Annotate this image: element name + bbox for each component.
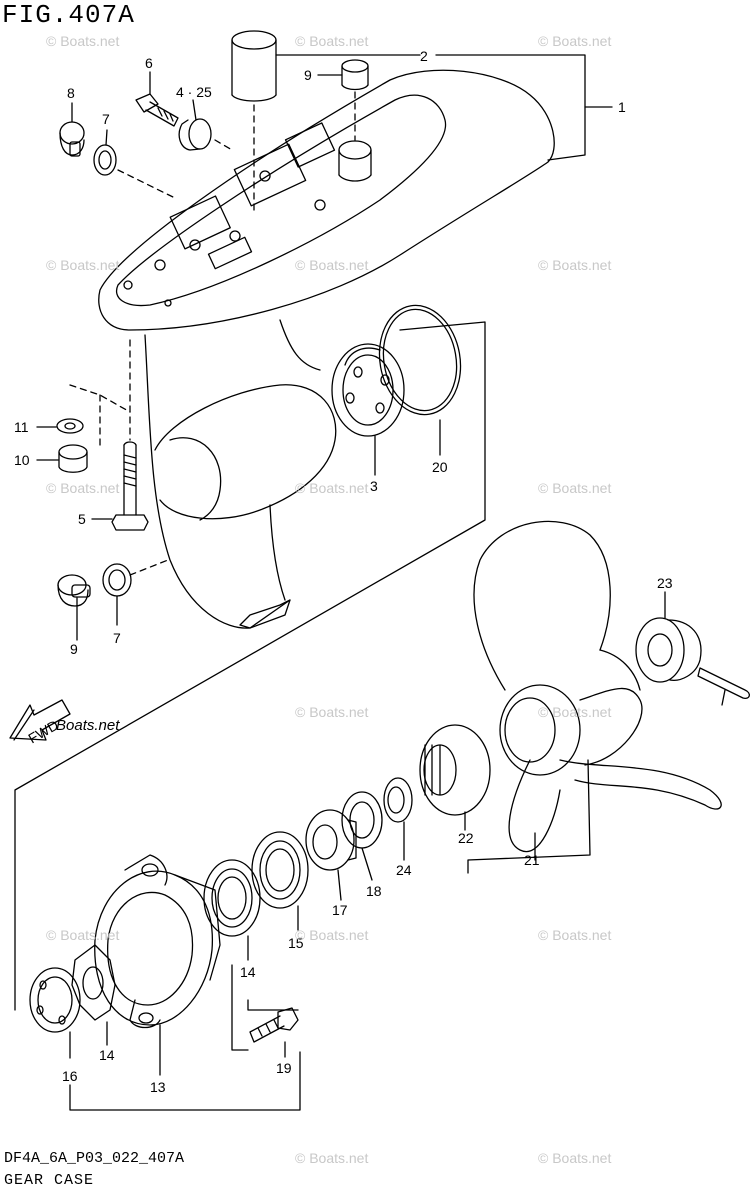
watermark: © Boats.net	[538, 927, 611, 943]
watermark: © Boats.net	[295, 927, 368, 943]
callout-19: 20	[432, 459, 448, 475]
callout-8: 9	[304, 67, 312, 83]
callout-labels: 2 1 9 6 4 · 25 8 7 11 10 5 9 7 3 20 23 2…	[14, 48, 673, 1095]
callout-15: 16	[62, 1068, 78, 1084]
forward-arrow-icon	[9, 699, 71, 741]
bearing-part-14b	[251, 831, 309, 909]
watermark: © Boats.net	[46, 927, 119, 943]
propeller-part	[473, 520, 722, 853]
callout-20: 21	[524, 852, 540, 868]
gasket-part-top	[93, 144, 117, 176]
callout-13: 14	[99, 1047, 115, 1063]
callout-11: 11	[14, 419, 29, 435]
callout-18: 19	[276, 1060, 292, 1076]
cotter-pin-part	[697, 667, 750, 699]
spacer-part-13	[71, 944, 116, 1021]
o-ring-part-19	[378, 304, 462, 416]
bushing-part-21	[419, 724, 491, 816]
callout-23: 24	[396, 862, 412, 878]
watermark: © Boats.net	[46, 257, 119, 273]
callout-22: 23	[657, 575, 673, 591]
leader-lines	[36, 54, 726, 1111]
watermarks: © Boats.net © Boats.net © Boats.net © Bo…	[46, 33, 611, 1166]
callout-5: 5	[78, 511, 86, 527]
callout-7-top: 7	[102, 111, 110, 127]
brand-label: Boats.net	[56, 717, 120, 734]
callout-10: 10	[14, 452, 30, 468]
bolt-part-18	[249, 1007, 299, 1043]
callout-9-top: 8	[67, 85, 75, 101]
washer-part-23	[383, 777, 413, 823]
callout-7-bottom: 7	[113, 630, 121, 646]
callout-14-a: 14	[240, 964, 256, 980]
collar-part	[178, 118, 212, 151]
nut-part-10	[58, 444, 88, 473]
watermark: © Boats.net	[538, 704, 611, 720]
drawing-code: DF4A_6A_P03_022_407A	[4, 1150, 185, 1167]
stud-bolt-part	[111, 441, 149, 531]
watermark: © Boats.net	[46, 33, 119, 49]
callout-17: 18	[366, 883, 382, 899]
washer-part-11	[56, 418, 84, 434]
callout-1: 1	[618, 99, 626, 115]
watermark: © Boats.net	[538, 480, 611, 496]
watermark: © Boats.net	[295, 257, 368, 273]
callout-3: 3	[370, 478, 378, 494]
gasket-part-bottom	[102, 563, 132, 597]
propeller-nut-part	[635, 617, 702, 683]
grommet-part	[341, 59, 369, 91]
callout-16: 17	[332, 902, 348, 918]
watermark: © Boats.net	[295, 704, 368, 720]
bearing-part-15	[29, 967, 81, 1033]
watermark: © Boats.net	[46, 480, 119, 496]
callout-14-b: 15	[288, 935, 304, 951]
drain-plug-part-bottom	[57, 574, 91, 607]
callout-6: 6	[145, 55, 153, 71]
gear-case-housing	[98, 69, 555, 629]
water-tube-part	[231, 30, 277, 102]
watermark: © Boats.net	[538, 1150, 611, 1166]
bolt-part-6	[135, 93, 179, 127]
bearing-part-14a	[203, 859, 261, 937]
callout-4-25: 4 · 25	[176, 84, 212, 100]
callout-2: 2	[420, 48, 428, 64]
watermark: © Boats.net	[295, 1150, 368, 1166]
callout-12: 13	[150, 1079, 166, 1095]
figure-title: FIG.407A	[2, 0, 135, 30]
watermark: © Boats.net	[295, 33, 368, 49]
callout-9-bottom: 9	[70, 641, 78, 657]
callout-21: 22	[458, 830, 474, 846]
drain-plug-part-top	[59, 121, 85, 157]
watermark: © Boats.net	[538, 33, 611, 49]
figure-caption: GEAR CASE	[4, 1172, 95, 1189]
seal-part-16	[305, 809, 357, 871]
watermark: © Boats.net	[295, 480, 368, 496]
watermark: © Boats.net	[538, 257, 611, 273]
